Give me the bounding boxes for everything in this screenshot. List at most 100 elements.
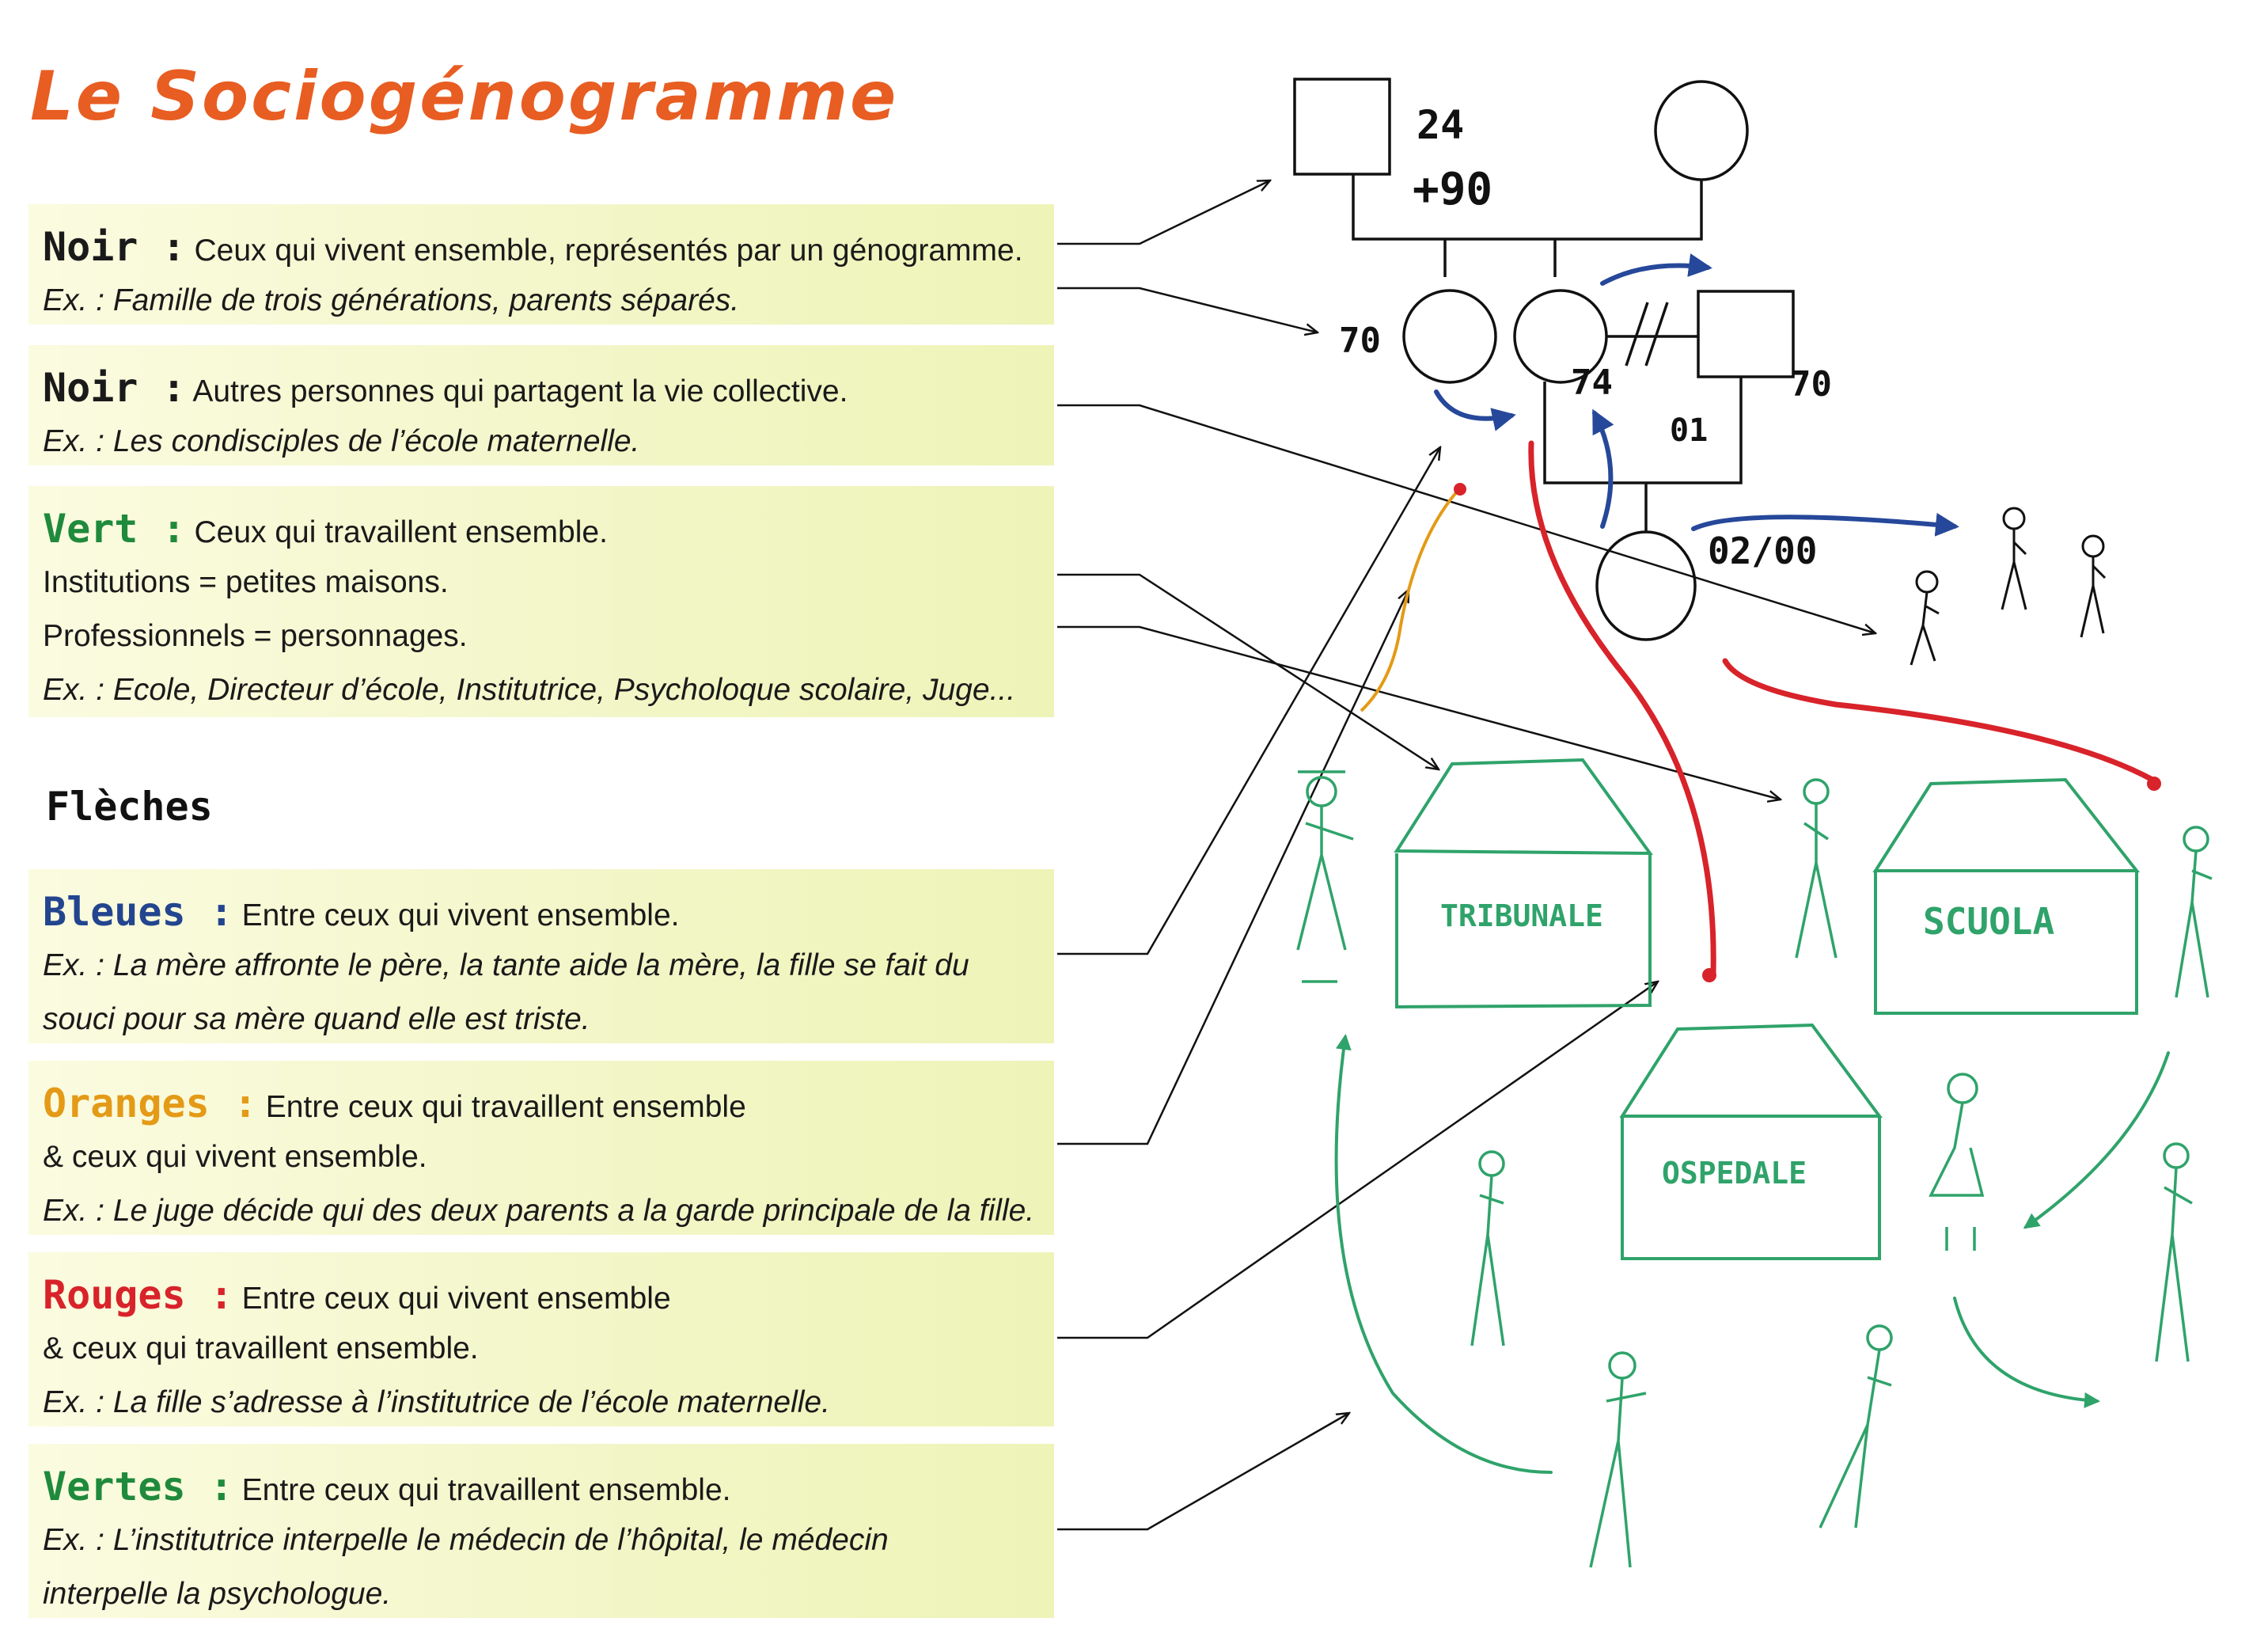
legend-example: Ex. : Les condisciples de l’école matern… (43, 424, 640, 458)
siblings-line (1443, 239, 1557, 277)
teacher-figure (1929, 1073, 1985, 1251)
aunt-age: 70 (1339, 321, 1381, 361)
connector-arrow (1057, 1413, 1349, 1531)
legend-example: Ex. : Le juge décide qui des deux parent… (43, 1194, 1035, 1228)
institution-labels: TRIBUNALE SCUOLA OSPEDALE (1440, 898, 2054, 1191)
blue-arrow (1434, 389, 1516, 431)
blue-arrow (1592, 408, 1614, 529)
tribunale-label: TRIBUNALE (1440, 898, 1603, 933)
person-figure (2001, 507, 2027, 610)
blue-arrows (1434, 253, 1959, 537)
legend-vert: Vert : Ceux qui travaillent ensemble. In… (28, 486, 1054, 717)
legend-text: Entre ceux qui travaillent ensemble. (241, 1473, 731, 1507)
green-arrow (1334, 1034, 1553, 1474)
orange-arrow (1360, 489, 1459, 712)
keyword-rouges: Rouges : (43, 1272, 233, 1318)
blue-arrow (1691, 512, 1959, 537)
legend-text: Autres personnes qui partagent la vie co… (192, 374, 848, 408)
professional-figures (1296, 770, 2213, 1568)
ospedale-label: OSPEDALE (1662, 1156, 1807, 1191)
legend-text: & ceux qui travaillent ensemble. (43, 1331, 479, 1365)
keyword-noir: Noir : (43, 365, 186, 411)
green-arrow (2023, 1051, 2170, 1229)
connector-arrow (1057, 447, 1440, 955)
red-arrow-head (2147, 777, 2161, 791)
connector-arrow (1057, 404, 1875, 633)
judge-figure (1296, 770, 1354, 983)
page-title: Le Sociogénogramme (30, 57, 899, 136)
grandmother-circle (1654, 80, 1749, 181)
legend-connectors (1057, 180, 1875, 1531)
connector-arrow (1057, 590, 1409, 1145)
tribunale-house (1394, 758, 1653, 1009)
keyword-bleues: Bleues : (43, 889, 233, 935)
classmate-figures (1910, 507, 2107, 666)
red-arrow (1528, 440, 1716, 977)
legend-example: souci pour sa mère quand elle est triste… (43, 1002, 590, 1036)
connector-arrow (1057, 287, 1318, 332)
genogram (1293, 78, 1795, 641)
connector-arrow (1057, 180, 1270, 245)
keyword-vert: Vert : (43, 506, 186, 552)
connector-arrow (1057, 982, 1658, 1339)
connector-arrow (1057, 573, 1439, 769)
professional-figure (2175, 826, 2213, 998)
legend-noir-family: Noir : Ceux qui vivent ensemble, représe… (28, 204, 1054, 325)
legend-text: Ceux qui vivent ensemble, représentés pa… (194, 234, 1023, 268)
legend-example: Ex. : La fille s’adresse à l’institutric… (43, 1385, 830, 1419)
ospedale-house (1619, 1023, 1883, 1260)
legend-text: Entre ceux qui vivent ensemble. (241, 898, 680, 932)
connector-arrow (1057, 625, 1781, 800)
person-figure (2080, 534, 2107, 638)
red-arrows (1528, 440, 2156, 977)
legend-example: Ex. : Famille de trois générations, pare… (43, 283, 740, 317)
scuola-label: SCUOLA (1923, 900, 2054, 943)
genogram-labels: 24 +90 70 74 70 01 02/00 (1339, 102, 1832, 572)
legend-text: Entre ceux qui vivent ensemble (241, 1282, 671, 1316)
legend-text: Entre ceux qui travaillent ensemble (265, 1090, 746, 1124)
legend-oranges: Oranges : Entre ceux qui travaillent ens… (28, 1061, 1054, 1235)
father-square (1697, 290, 1795, 378)
arrows-heading: Flèches (46, 784, 213, 830)
blue-arrow (1600, 253, 1712, 286)
professional-figure (2155, 1142, 2193, 1362)
separation-marks (1625, 302, 1669, 367)
keyword-vertes: Vertes : (43, 1464, 233, 1510)
aunt-circle (1402, 289, 1497, 384)
legend-example: Ex. : Ecole, Directeur d’école, Institut… (43, 673, 1016, 707)
legend-text: Ceux qui travaillent ensemble. (194, 515, 608, 549)
institutions (1394, 758, 2141, 1260)
psychologist-figure (1819, 1324, 1893, 1529)
legend-text: Institutions = petites maisons. (43, 565, 449, 599)
father-age: 70 (1790, 364, 1832, 405)
legend-example: interpelle la psychologue. (43, 1577, 392, 1611)
green-arrow (1953, 1297, 2100, 1408)
professional-figure (1795, 778, 1838, 959)
legend-rouges: Rouges : Entre ceux qui vivent ensemble … (28, 1252, 1054, 1426)
green-arrows (1334, 1034, 2170, 1474)
scuola-house (1872, 777, 2141, 1015)
legend-bleues: Bleues : Entre ceux qui vivent ensemble.… (28, 869, 1054, 1043)
red-arrow-head (1702, 968, 1716, 982)
child-birth: 02/00 (1708, 530, 1817, 572)
doctor-figure (1589, 1351, 1647, 1568)
legend-text: Professionnels = personnages. (43, 619, 468, 653)
professional-figure (1470, 1150, 1505, 1346)
separation-year: 01 (1670, 412, 1708, 449)
keyword-oranges: Oranges : (43, 1081, 257, 1126)
child-circle (1595, 530, 1697, 641)
person-figure (1910, 570, 1940, 666)
grandfather-square (1293, 78, 1391, 176)
orange-arrow-head (1454, 483, 1466, 496)
grandparents-union-line (1352, 174, 1703, 241)
legend-example: Ex. : L’institutrice interpelle le médec… (43, 1523, 889, 1557)
legend-text: & ceux qui vivent ensemble. (43, 1140, 427, 1174)
keyword-noir: Noir : (43, 224, 186, 270)
grandfather-death: +90 (1413, 164, 1492, 215)
legend-noir-collective: Noir : Autres personnes qui partagent la… (28, 345, 1054, 465)
red-arrow (1722, 658, 2156, 783)
parents-union-line (1543, 377, 1743, 484)
legend-example: Ex. : La mère affronte le père, la tante… (43, 948, 969, 982)
grandfather-age: 24 (1417, 102, 1464, 148)
